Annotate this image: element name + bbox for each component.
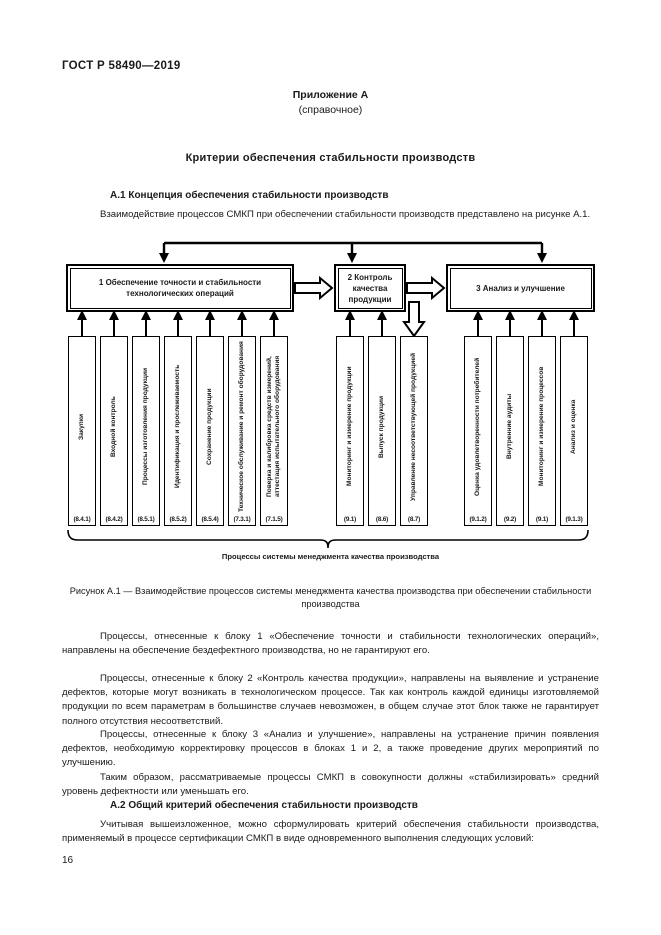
annex-title: Критерии обеспечения стабильности произв… <box>185 152 476 164</box>
figure-caption: Рисунок А.1 — Взаимодействие процессов с… <box>69 586 592 609</box>
main-block-1-label: 1 Обеспечение точности и стабильности те… <box>69 267 291 309</box>
process-column[interactable]: Выпуск продукции (8.6) <box>368 336 396 526</box>
annex-label: Приложение А <box>292 89 369 101</box>
body-paragraph-1: Процессы, отнесенные к блоку 1 «Обеспече… <box>62 631 599 657</box>
process-column-code: (9.1) <box>535 516 549 523</box>
page-number: 16 <box>62 855 74 866</box>
process-column-label: Сохранение продукции <box>206 388 213 465</box>
body-paragraph-4: Таким образом, рассматриваемые процессы … <box>62 772 599 798</box>
figure-connectors <box>77 241 579 338</box>
process-column-code: (7.1.5) <box>265 516 283 523</box>
process-column-code: (8.4.1) <box>73 516 91 523</box>
process-column-code: (7.3.1) <box>233 516 251 523</box>
body-paragraph-2: Процессы, отнесенные к блоку 2 «Контроль… <box>62 673 599 727</box>
process-column-label: Оценка удовлетворенности потребителей <box>474 357 481 496</box>
main-block-3[interactable]: 3 Анализ и улучшение <box>446 264 595 312</box>
process-column-code: (8.5.2) <box>169 516 187 523</box>
process-column[interactable]: Сохранение продукции (8.5.4) <box>196 336 224 526</box>
figure-band-caption: Процессы системы менеджмента качества пр… <box>221 552 440 561</box>
process-column-label: Мониторинг и измерение продукции <box>346 366 353 487</box>
figure-brace <box>67 529 589 549</box>
main-block-3-label: 3 Анализ и улучшение <box>449 267 592 309</box>
section-heading-a2: А.2 Общий критерий обеспечения стабильно… <box>110 800 418 811</box>
process-column[interactable]: Техническое обслуживание и ремонт оборуд… <box>228 336 256 526</box>
body-paragraph-3: Процессы, отнесенные к блоку 3 «Анализ и… <box>62 729 599 769</box>
process-column-label: Процессы изготовления продукции <box>142 367 149 486</box>
process-column[interactable]: Оценка удовлетворенности потребителей (9… <box>464 336 492 526</box>
process-column-label: Мониторинг и измерение процессов <box>538 366 545 487</box>
main-block-2-label: 2 Контроль качества продукции <box>337 267 403 309</box>
process-column-label: Поверка и калибровка средств измерений, … <box>266 355 281 498</box>
process-column[interactable]: Закупки (8.4.1) <box>68 336 96 526</box>
standard-number-header: ГОСТ Р 58490—2019 <box>62 60 181 72</box>
process-column-label: Выпуск продукции <box>378 395 385 458</box>
process-column[interactable]: Внутренние аудиты (9.2) <box>496 336 524 526</box>
process-column-code: (8.5.1) <box>137 516 155 523</box>
body-paragraph-5: Учитывая вышеизложенное, можно сформулир… <box>62 819 599 845</box>
process-column-label: Управление несоответствующей продукцией <box>410 352 417 501</box>
section-heading-a1: А.1 Концепция обеспечения стабильности п… <box>110 190 389 201</box>
main-block-1[interactable]: 1 Обеспечение точности и стабильности те… <box>66 264 294 312</box>
process-column[interactable]: Мониторинг и измерение продукции (9.1) <box>336 336 364 526</box>
process-column-code: (9.1.3) <box>565 516 583 523</box>
process-column-label: Идентификация и прослеживаемость <box>174 364 181 489</box>
process-column-label: Техническое обслуживание и ремонт оборуд… <box>238 341 245 512</box>
process-column-label: Закупки <box>78 413 85 440</box>
process-column[interactable]: Идентификация и прослеживаемость (8.5.2) <box>164 336 192 526</box>
process-column[interactable]: Поверка и калибровка средств измерений, … <box>260 336 288 526</box>
process-column[interactable]: Входной контроль (8.4.2) <box>100 336 128 526</box>
annex-kind: (справочное) <box>298 104 363 116</box>
process-column-code: (8.6) <box>375 516 389 523</box>
process-column-code: (9.1.2) <box>469 516 487 523</box>
process-column-label: Входной контроль <box>110 396 117 457</box>
process-column[interactable]: Анализ и оценка (9.1.3) <box>560 336 588 526</box>
main-block-2[interactable]: 2 Контроль качества продукции <box>334 264 406 312</box>
process-column[interactable]: Мониторинг и измерение процессов (9.1) <box>528 336 556 526</box>
process-column[interactable]: Управление несоответствующей продукцией … <box>400 336 428 526</box>
process-column-code: (9.2) <box>503 516 517 523</box>
figure-a1: 1 Обеспечение точности и стабильности те… <box>62 240 599 575</box>
process-column[interactable]: Процессы изготовления продукции (8.5.1) <box>132 336 160 526</box>
process-column-code: (8.4.2) <box>105 516 123 523</box>
process-column-code: (9.1) <box>343 516 357 523</box>
intro-paragraph: Взаимодействие процессов СМКП при обеспе… <box>100 209 591 220</box>
annex-heading-block: Приложение А (справочное) <box>0 88 661 118</box>
process-column-label: Внутренние аудиты <box>506 393 513 460</box>
process-column-code: (8.7) <box>407 516 421 523</box>
process-column-label: Анализ и оценка <box>570 399 577 454</box>
process-column-code: (8.5.4) <box>201 516 219 523</box>
